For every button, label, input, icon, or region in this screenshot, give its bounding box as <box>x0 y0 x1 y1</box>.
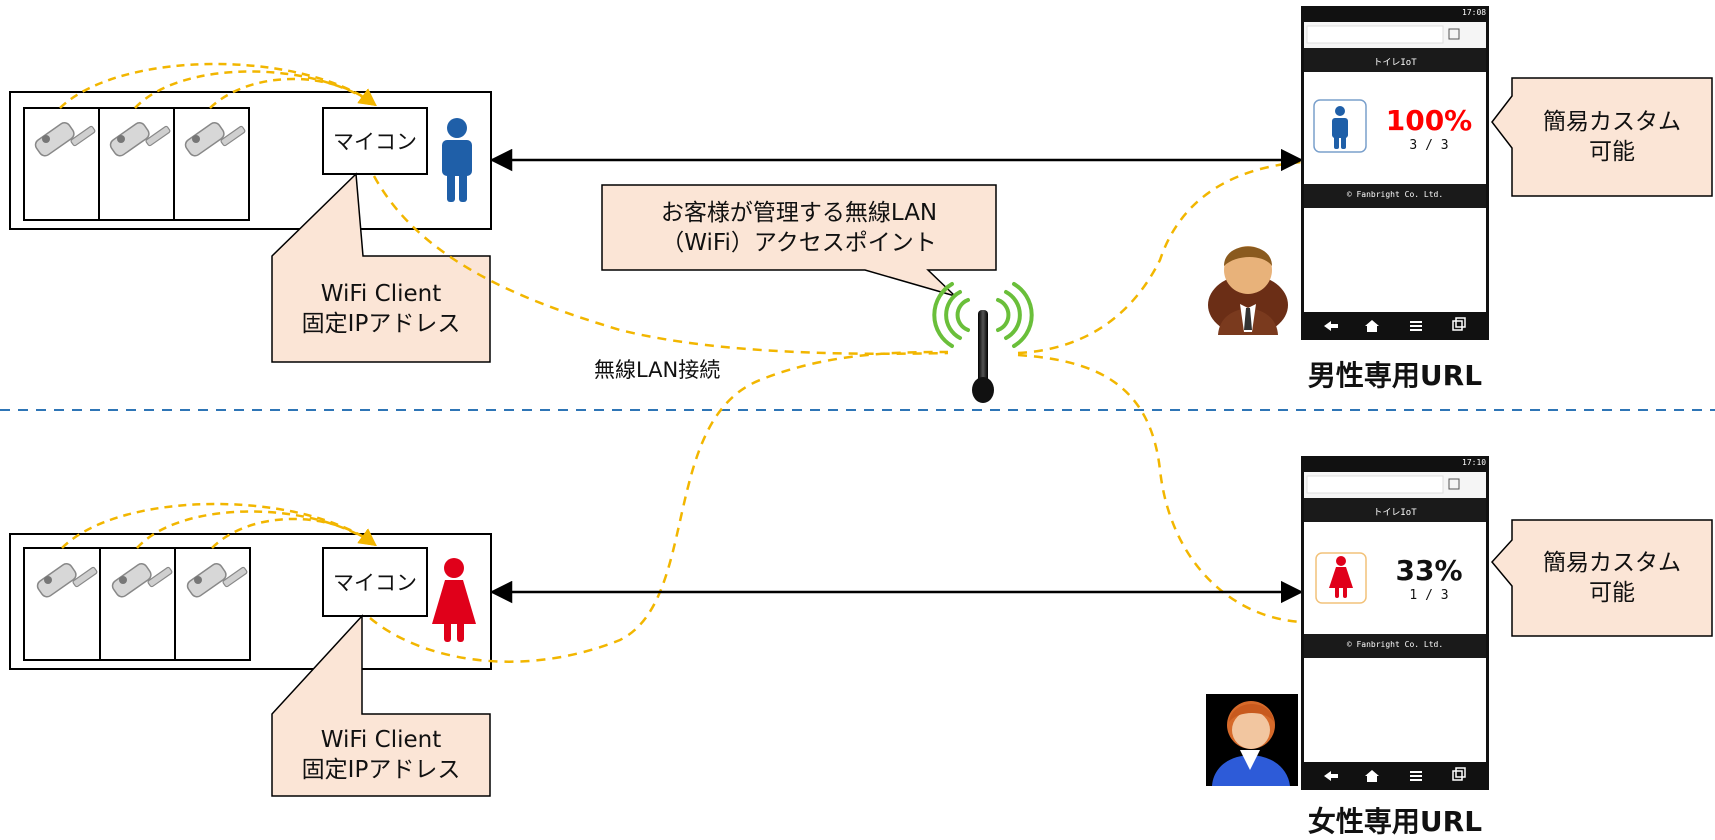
footer-copyright: © Fanbright Co. Ltd. <box>1346 190 1444 199</box>
custom-callout-top <box>1491 77 1713 197</box>
callout-line: お客様が管理する無線LAN <box>660 199 938 226</box>
wifi-client-callout-top-text: WiFi Client 固定IPアドレス <box>272 256 490 362</box>
callout-line: 固定IPアドレス <box>301 311 461 337</box>
bottom-sensor-box <box>9 533 492 670</box>
microcontroller-label-top: マイコン <box>333 130 417 154</box>
female-icon <box>1329 556 1353 598</box>
female-url-label: 女性専用URL <box>1307 805 1483 838</box>
recent-apps-icon <box>1452 767 1466 781</box>
occupancy-count: 1 / 3 <box>1409 588 1449 603</box>
page-title: トイレIoT <box>1373 58 1417 68</box>
wifi-client-callout-bottom <box>271 614 491 797</box>
occupancy-count: 3 / 3 <box>1409 138 1449 153</box>
wifi-client-callout-top <box>271 172 491 363</box>
callout-line: 可能 <box>1589 139 1635 165</box>
phone-female <box>1301 456 1489 790</box>
sensor-data-arrows <box>59 62 377 109</box>
callout-line: 固定IPアドレス <box>301 757 461 783</box>
home-icon <box>1365 770 1379 782</box>
top-sensor-box <box>9 91 492 230</box>
page-title: トイレIoT <box>1373 508 1417 518</box>
footer-copyright: © Fanbright Co. Ltd. <box>1346 640 1444 649</box>
custom-callout-bottom-text: 簡易カスタム 可能 <box>1512 520 1712 636</box>
occupancy-percent: 33% <box>1395 554 1463 587</box>
recent-apps-icon <box>1452 317 1466 331</box>
back-icon <box>1324 321 1338 331</box>
home-icon <box>1365 320 1379 332</box>
menu-icon <box>1410 321 1422 331</box>
sensor-data-arrows <box>61 502 377 549</box>
microcontroller-box <box>322 547 428 617</box>
callout-line: （WiFi）アクセスポイント <box>661 229 937 256</box>
callout-line: 簡易カスタム <box>1543 550 1681 576</box>
callout-line: WiFi Client <box>320 281 442 307</box>
wireless-links <box>369 160 1303 663</box>
male-icon <box>442 118 472 202</box>
occupancy-percent: 100% <box>1385 104 1473 137</box>
callout-line: 可能 <box>1589 580 1635 606</box>
menu-icon <box>1410 771 1422 781</box>
man-avatar-icon <box>1208 246 1288 335</box>
access-point-callout <box>601 184 997 297</box>
wifi-client-callout-bottom-text: WiFi Client 固定IPアドレス <box>272 714 490 796</box>
male-url-label: 男性専用URL <box>1307 359 1483 392</box>
back-icon <box>1324 771 1338 781</box>
status-time: 17:08 <box>1462 8 1487 17</box>
wifi-antenna-icon <box>932 282 1034 403</box>
female-icon <box>432 558 476 642</box>
woman-avatar-icon <box>1206 694 1298 786</box>
status-time: 17:10 <box>1462 458 1487 467</box>
custom-callout-bottom <box>1491 519 1713 637</box>
callout-line: WiFi Client <box>320 727 442 753</box>
microcontroller-label-bottom: マイコン <box>333 571 417 595</box>
microcontroller-box <box>322 107 428 175</box>
callout-line: 簡易カスタム <box>1543 109 1681 135</box>
wireless-connection-label: 無線LAN接続 <box>594 358 721 382</box>
custom-callout-top-text: 簡易カスタム 可能 <box>1512 78 1712 196</box>
male-icon <box>1332 106 1348 149</box>
phone-male <box>1301 6 1489 340</box>
access-point-callout-text: お客様が管理する無線LAN （WiFi）アクセスポイント <box>602 185 996 270</box>
